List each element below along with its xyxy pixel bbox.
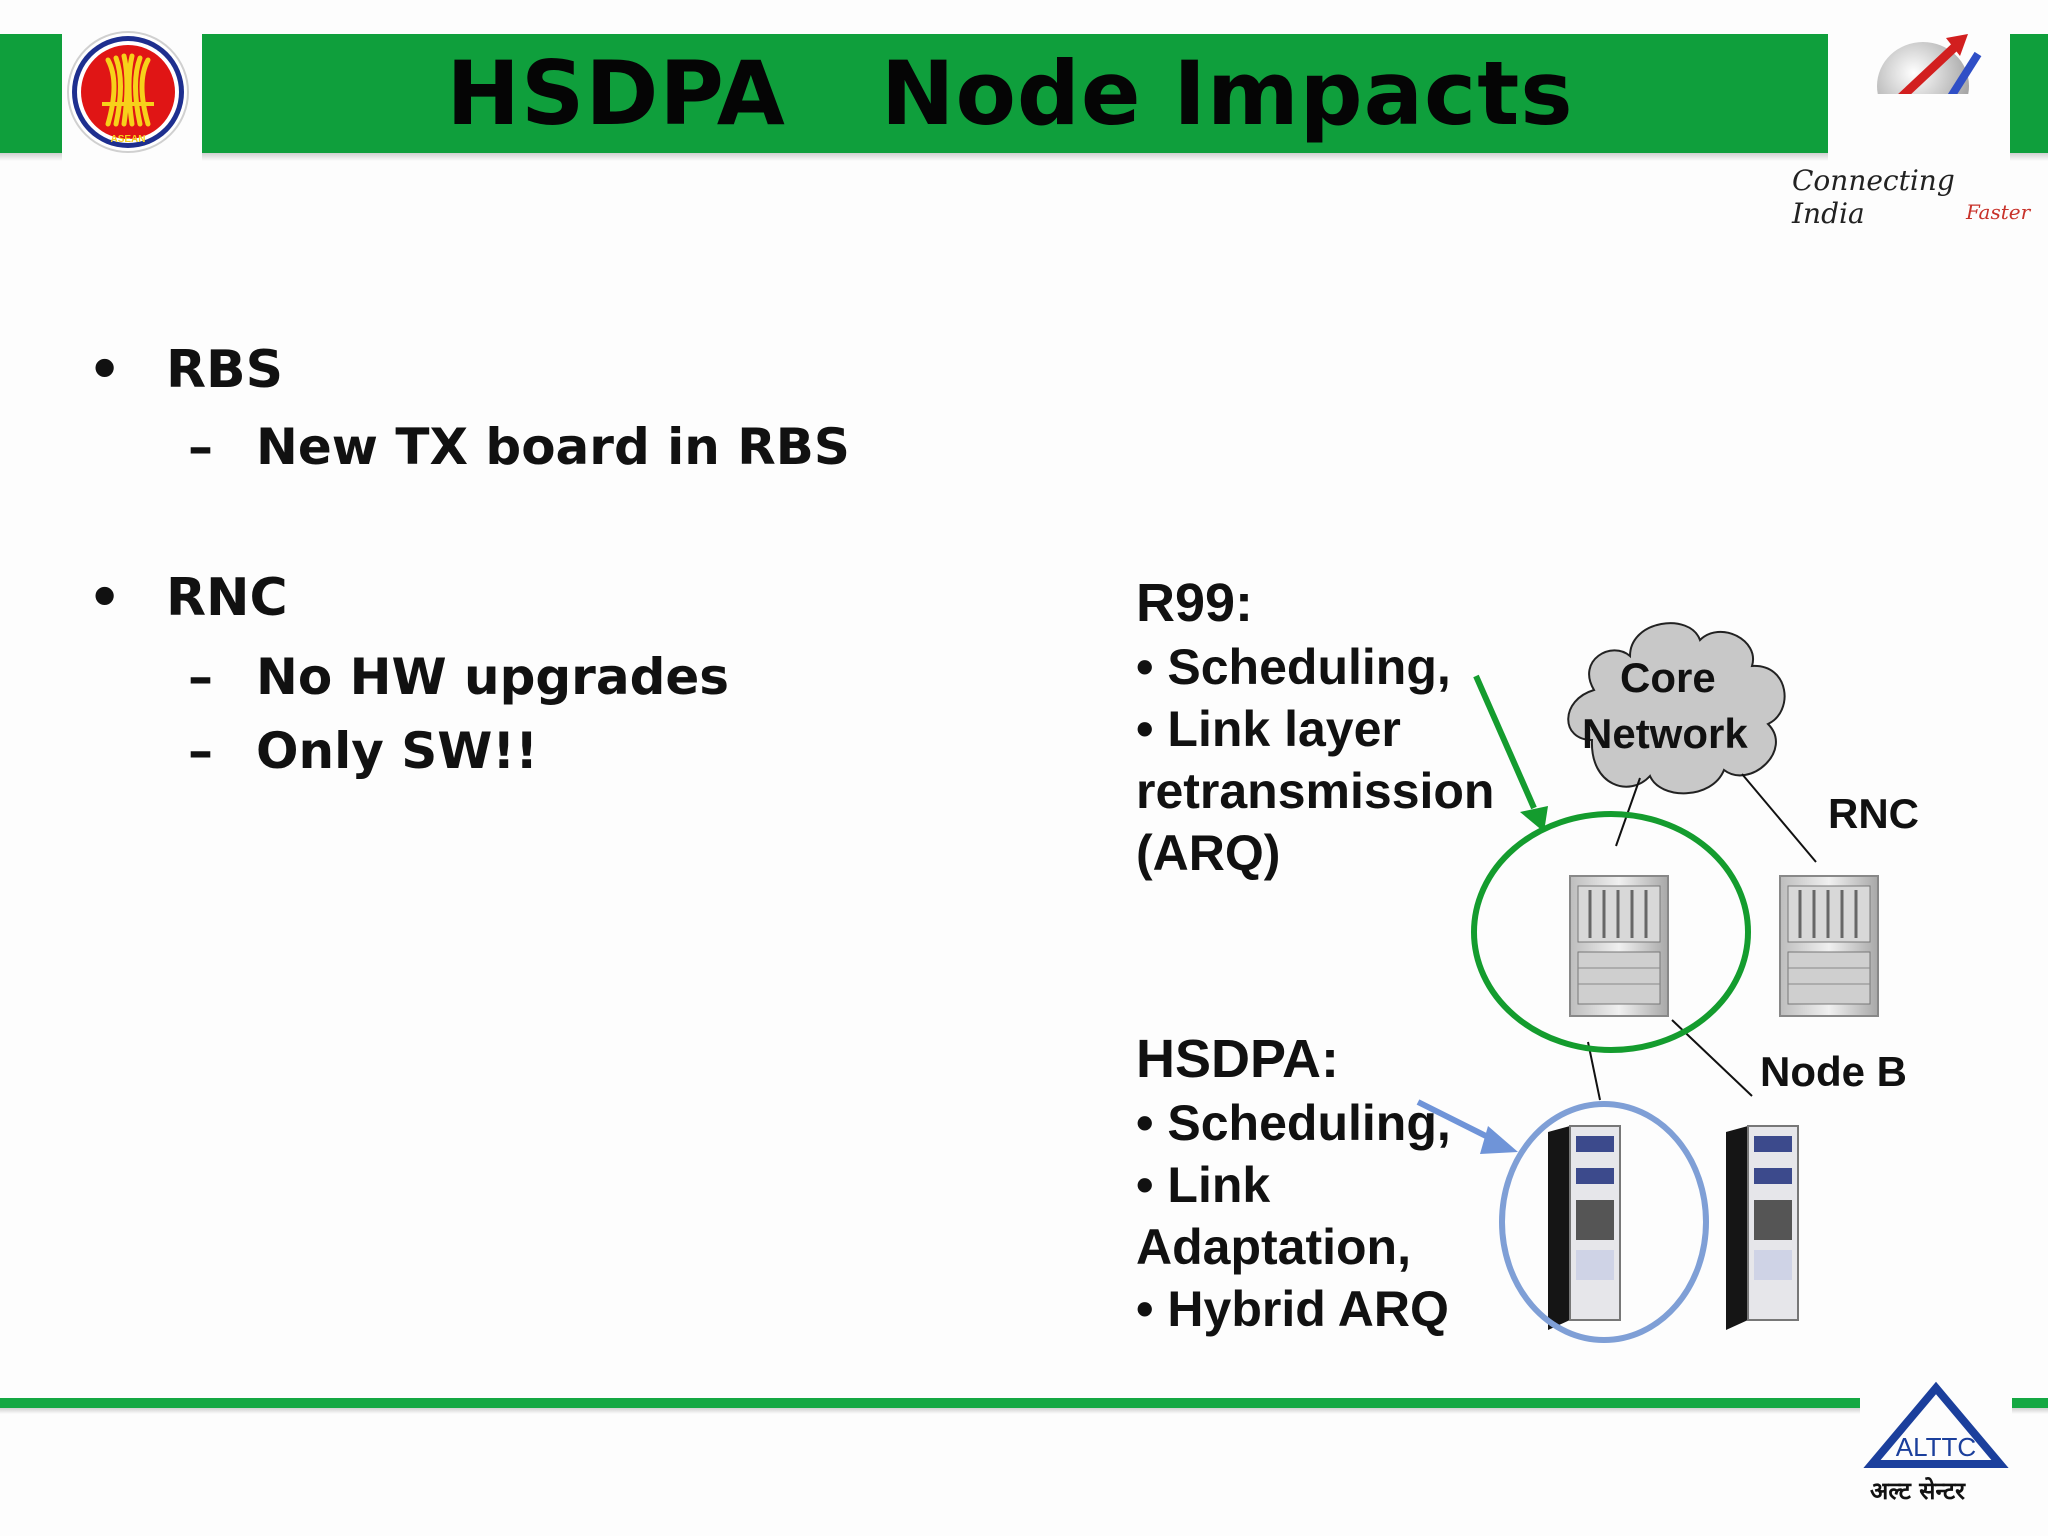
r99-line: retransmission <box>1136 763 1495 819</box>
logo-tagline-faster: Faster <box>1966 200 2031 224</box>
link-line <box>1587 1041 1601 1101</box>
bullet-rbs: RBS <box>166 340 284 400</box>
sub-bullet-new-tx-board: New TX board in RBS <box>256 418 850 476</box>
rnc-rack-right <box>1779 875 1879 1017</box>
rnc-rack-left <box>1569 875 1669 1017</box>
hsdpa-highlight-circle <box>1499 1101 1709 1343</box>
nodeb-cabinet-left <box>1548 1125 1621 1330</box>
footer-line-right <box>2012 1398 2048 1408</box>
core-network-cloud <box>1567 622 1786 795</box>
connecting-india-logo: Connecting India Faster <box>1792 24 2030 230</box>
slide-title: HSDPA Node Impacts <box>446 42 1574 145</box>
bullet-marker-rnc: • <box>88 568 122 628</box>
link-line <box>1741 773 1817 863</box>
green-arrow <box>1473 674 1548 832</box>
r99-line: • Link layer <box>1136 701 1401 757</box>
alttc-abbr: ALTTC <box>1896 1432 1976 1462</box>
r99-heading: R99: <box>1136 573 1254 633</box>
r99-line: • Scheduling, <box>1136 639 1451 695</box>
svg-text:ASEAN: ASEAN <box>110 134 145 145</box>
asean-logo: ASEAN <box>62 30 202 190</box>
alttc-hindi-label: अल्ट सेन्टर <box>1870 1477 1965 1505</box>
dash-marker: – <box>188 722 213 780</box>
title-bar-shadow <box>0 153 2048 161</box>
dash-marker: – <box>188 648 213 706</box>
bullet-rnc: RNC <box>166 568 288 628</box>
sub-bullet-no-hw-upgrades: No HW upgrades <box>256 648 730 706</box>
rnc-label: RNC <box>1828 790 1919 837</box>
title-bar <box>0 34 2048 153</box>
hsdpa-heading: HSDPA: <box>1136 1029 1340 1089</box>
nodeb-label: Node B <box>1760 1048 1907 1095</box>
nodeb-cabinet-right <box>1726 1125 1799 1330</box>
bullet-marker-rbs: • <box>88 340 122 400</box>
dash-marker: – <box>188 418 213 476</box>
hsdpa-line: Adaptation, <box>1136 1219 1411 1275</box>
footer-line <box>0 1398 1860 1408</box>
sub-bullet-only-sw: Only SW!! <box>256 722 539 780</box>
blue-arrow <box>1416 1099 1518 1154</box>
alttc-logo: ALTTC अल्ट सेन्टर <box>1860 1380 2012 1510</box>
footer-line-shadow <box>0 1408 2048 1414</box>
cloud-label-network: Network <box>1582 710 1748 757</box>
cloud-label-core: Core <box>1620 654 1716 701</box>
logo-tagline-main: Connecting India <box>1792 164 1955 230</box>
r99-line: (ARQ) <box>1136 825 1281 881</box>
hsdpa-line: • Hybrid ARQ <box>1136 1281 1449 1337</box>
hsdpa-line: • Scheduling, <box>1136 1095 1451 1151</box>
r99-highlight-circle <box>1471 811 1751 1053</box>
hsdpa-line: • Link <box>1136 1157 1271 1213</box>
